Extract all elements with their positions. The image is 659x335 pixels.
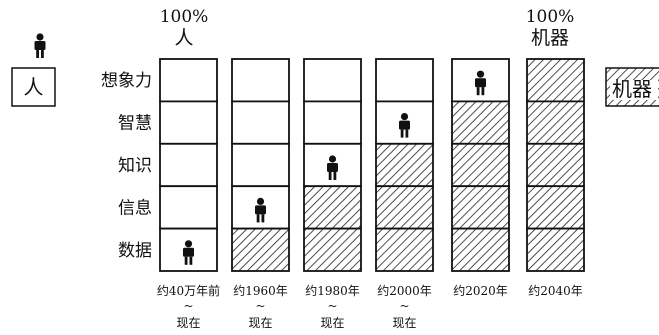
top-right-percent: 100% — [526, 7, 575, 27]
era-column — [451, 58, 510, 272]
top-left-label: 人 — [174, 27, 193, 49]
level-label: 数据 — [118, 241, 152, 261]
machine-cell — [526, 142, 585, 188]
human-cell — [231, 142, 290, 188]
era-sublabel: 现在 — [320, 316, 344, 330]
person-icon — [34, 33, 46, 58]
human-cell — [303, 100, 362, 145]
era-sublabel: 现在 — [248, 316, 272, 330]
top-left-percent: 100% — [160, 7, 209, 27]
left-person-figure: 人 — [11, 33, 56, 107]
machine-cell — [231, 227, 290, 272]
right-machine-figure: 机器 — [605, 67, 659, 107]
era-tilde: ~ — [399, 299, 409, 313]
era-tilde: ~ — [183, 299, 193, 313]
era-label: 约1980年 — [305, 283, 360, 298]
machine-cell — [526, 227, 585, 272]
human-cell — [159, 142, 218, 188]
machine-cell — [303, 185, 362, 230]
level-label: 知识 — [118, 156, 152, 176]
machine-cell — [451, 185, 510, 230]
human-cell — [231, 100, 290, 145]
machine-cell — [526, 185, 585, 230]
era-column — [159, 58, 218, 272]
machine-cell — [526, 58, 585, 103]
machine-cell — [375, 185, 434, 230]
machine-cell — [375, 142, 434, 188]
era-label: 约40万年前 — [157, 283, 220, 298]
right-machine-label: 机器 — [612, 77, 652, 101]
era-labels: 约40万年前~现在约1960年~现在约1980年~现在约2000年~现在约202… — [157, 283, 583, 330]
era-columns — [159, 58, 585, 272]
left-person-box — [11, 67, 56, 107]
machine-cell — [451, 142, 510, 188]
human-cell — [375, 58, 434, 103]
era-column — [526, 58, 585, 272]
era-label: 约1960年 — [233, 283, 288, 298]
era-label: 约2020年 — [453, 283, 508, 298]
human-cell — [159, 185, 218, 230]
human-cell — [231, 58, 290, 103]
era-column — [231, 58, 290, 272]
human-cell — [159, 58, 218, 103]
human-cell — [159, 100, 218, 145]
era-tilde: ~ — [255, 299, 265, 313]
level-label: 想象力 — [101, 71, 152, 91]
era-sublabel: 现在 — [392, 316, 416, 330]
era-sublabel: 现在 — [176, 316, 200, 330]
level-label: 信息 — [118, 198, 152, 218]
level-label: 智慧 — [118, 114, 152, 134]
right-machine-label-bg — [610, 80, 658, 100]
era-label: 约2040年 — [528, 283, 583, 298]
era-label: 约2000年 — [377, 283, 432, 298]
machine-cell — [451, 227, 510, 272]
machine-cell — [303, 227, 362, 272]
top-right-label: 机器 — [531, 27, 569, 49]
machine-cell — [451, 100, 510, 145]
era-column — [303, 58, 362, 272]
era-tilde: ~ — [327, 299, 337, 313]
era-column — [375, 58, 434, 272]
machine-cell — [526, 100, 585, 145]
left-person-label: 人 — [24, 75, 44, 99]
human-cell — [303, 58, 362, 103]
machine-cell — [375, 227, 434, 272]
